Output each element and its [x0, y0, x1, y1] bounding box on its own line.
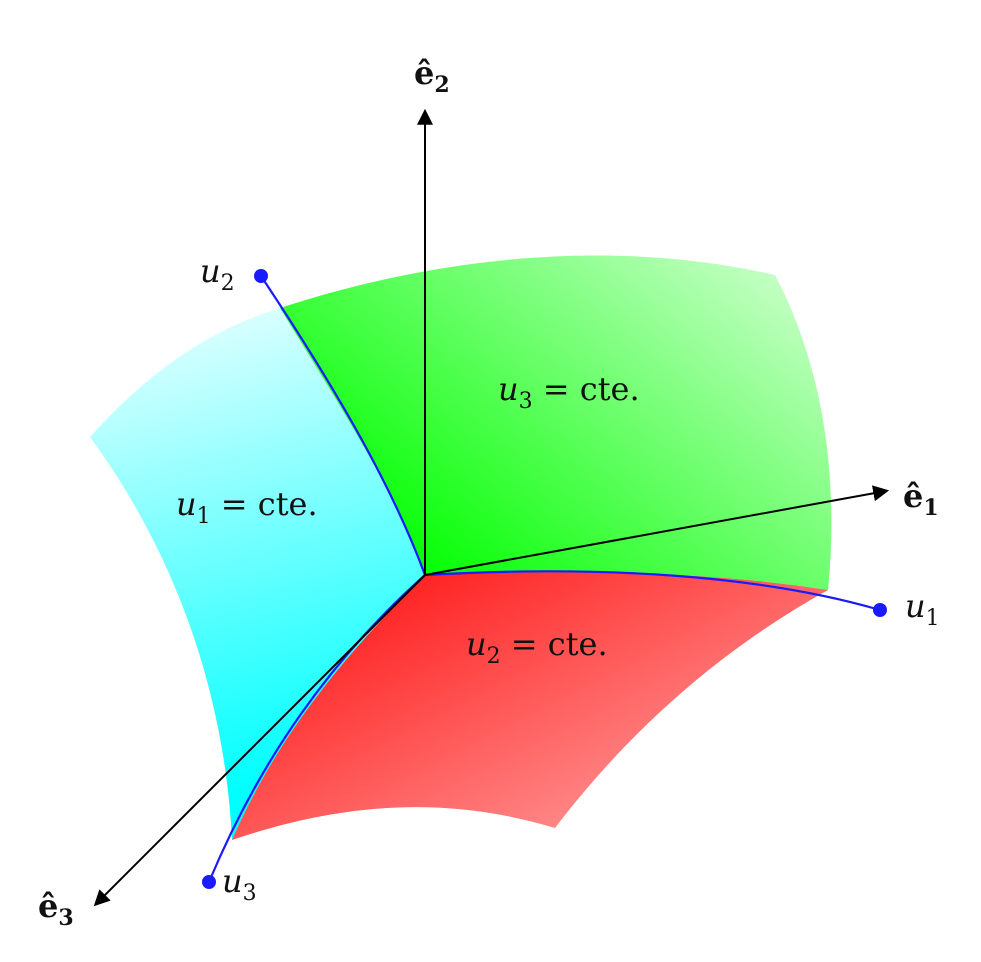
- curve-u3: [207, 574, 426, 883]
- curve-u2: [260, 275, 427, 576]
- surface-u2-constant: [232, 572, 828, 840]
- surface-u3-constant: [280, 255, 832, 590]
- endpoint-u2: [254, 269, 268, 283]
- curve-u1: [424, 570, 881, 612]
- label-curve-u2: u2: [200, 252, 235, 296]
- label-curve-u1: u1: [905, 587, 940, 631]
- label-u1-constant: u1 = cte.: [176, 485, 318, 529]
- label-curve-u3: u3: [222, 862, 257, 906]
- label-axis-e1: ê1: [903, 477, 939, 521]
- label-u2-constant: u2 = cte.: [466, 625, 608, 669]
- label-u3-constant: u3 = cte.: [498, 370, 640, 414]
- endpoint-u3: [202, 875, 216, 889]
- axis-e1: [424, 485, 890, 576]
- surface-u1-constant: [90, 308, 425, 840]
- endpoint-u1: [873, 603, 887, 617]
- axis-e3: [93, 574, 426, 907]
- label-axis-e3: ê3: [38, 887, 74, 931]
- label-axis-e2: ê2: [414, 54, 450, 98]
